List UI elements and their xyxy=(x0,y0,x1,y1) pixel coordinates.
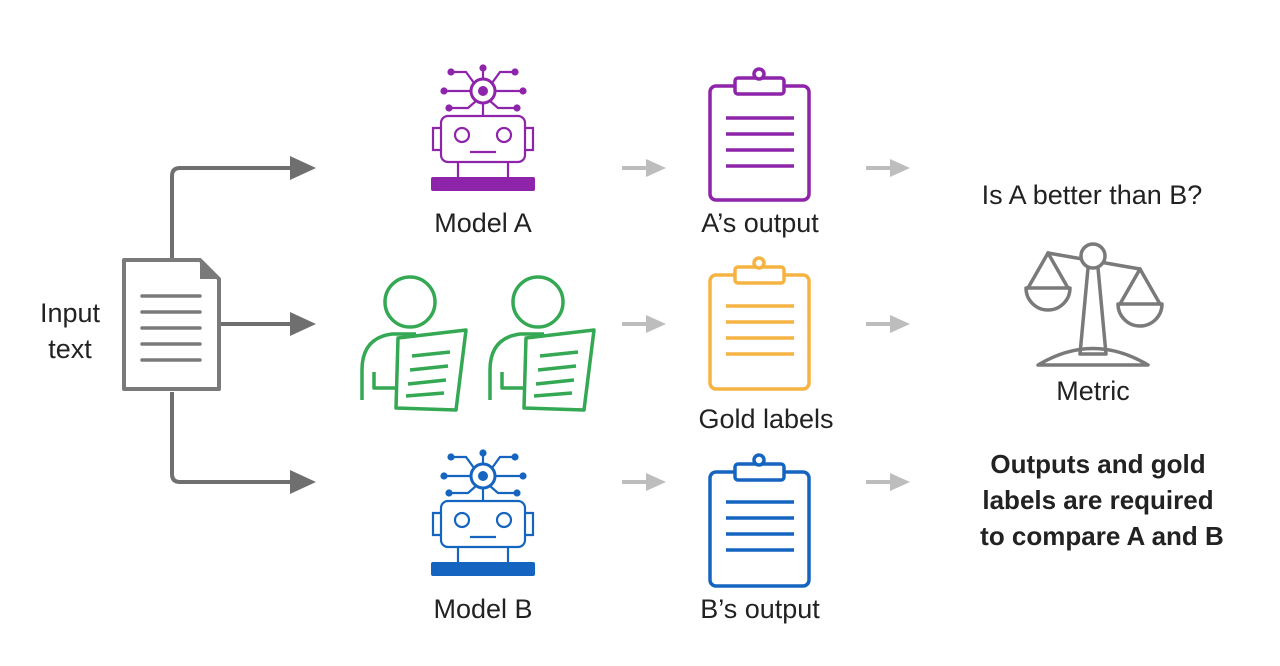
light-arrows-column2 xyxy=(866,159,910,491)
a-output-clipboard-icon xyxy=(708,67,811,202)
model-a-robot-icon xyxy=(431,64,535,191)
metric-note-line2: labels are required xyxy=(982,485,1213,515)
model-b-robot-icon xyxy=(431,449,535,576)
b-output-clipboard-icon xyxy=(708,453,811,588)
input-label-line2: text xyxy=(48,334,92,364)
arrowhead-top xyxy=(290,156,316,180)
annotator-icon-left xyxy=(360,275,468,412)
b-output-label: B’s output xyxy=(700,594,820,624)
branch-arrow-bottom xyxy=(170,392,292,484)
input-label-line1: Input xyxy=(40,298,101,328)
a-output-label: A’s output xyxy=(701,208,819,238)
branch-arrow-top xyxy=(170,166,292,258)
model-a-label: Model A xyxy=(434,208,532,238)
metric-note-line3: to compare A and B xyxy=(980,521,1224,551)
arrowhead-middle xyxy=(290,312,316,336)
input-branch-arrows xyxy=(170,166,292,484)
gold-labels-label: Gold labels xyxy=(698,404,833,434)
model-b-label: Model B xyxy=(433,594,532,624)
metric-question: Is A better than B? xyxy=(982,180,1203,210)
balance-scale-icon xyxy=(1024,242,1164,367)
gold-labels-clipboard-icon xyxy=(708,256,811,391)
metric-note-line1: Outputs and gold xyxy=(990,449,1205,479)
document-icon xyxy=(122,258,221,391)
arrowhead-bottom xyxy=(290,470,316,494)
branch-arrowheads xyxy=(290,156,316,494)
metric-label: Metric xyxy=(1056,376,1130,406)
light-arrows-column1 xyxy=(622,159,666,491)
annotator-icon-right xyxy=(488,275,596,412)
